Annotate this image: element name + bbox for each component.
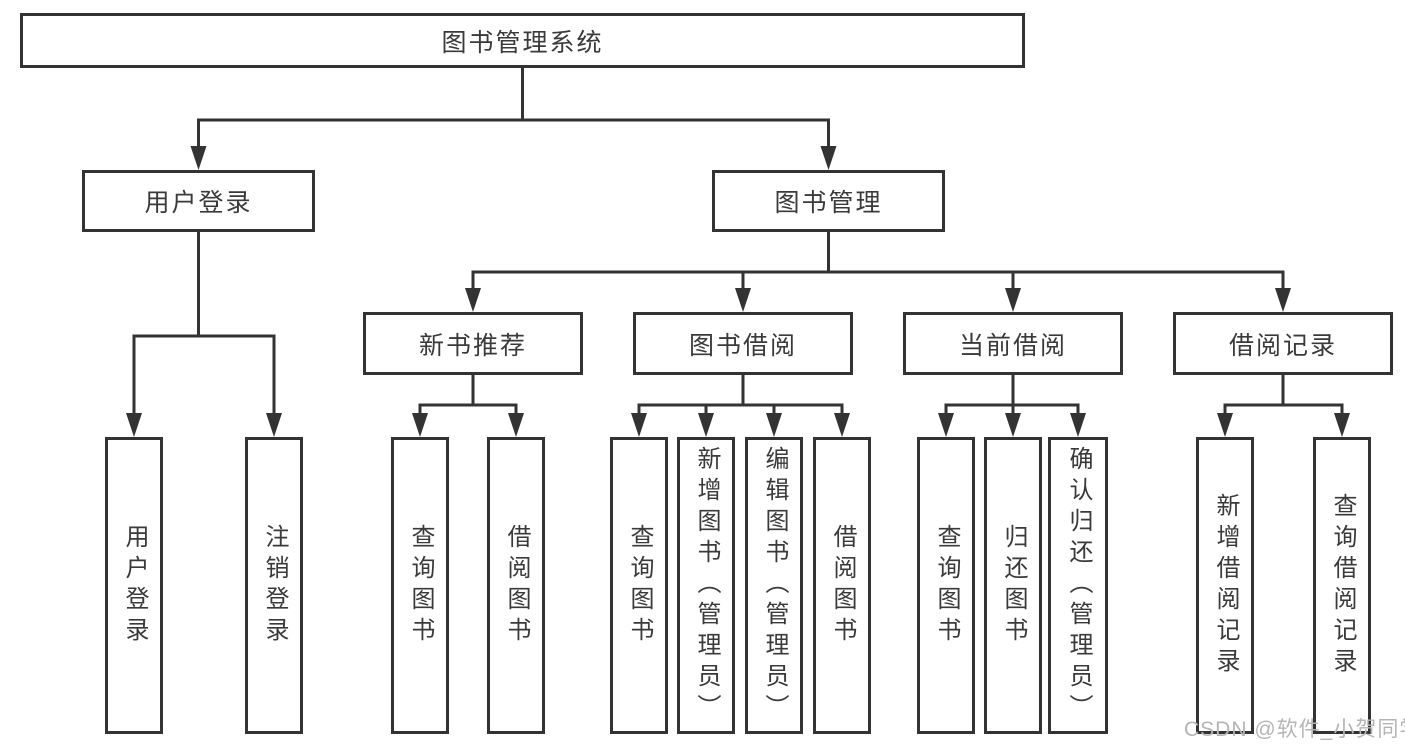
node-book-management: 图书管理 [712,170,945,232]
leaf-confirm-return-admin: 确认归还（管理员） [1048,437,1108,734]
node-label: 新书推荐 [418,331,527,360]
leaf-add-borrow-record: 新增借阅记录 [1196,437,1254,734]
leaf-query-borrow-record: 查询借阅记录 [1313,437,1371,734]
leaf-user-login: 用户登录 [105,437,163,734]
leaf-borrow-books-recommend: 借阅图书 [487,437,545,734]
leaf-query-books-borrowing: 查询图书 [610,437,668,734]
node-label: 确认归还（管理员） [1065,446,1092,725]
node-label: 新增借阅记录 [1212,492,1239,679]
node-label: 借阅记录 [1228,331,1337,360]
leaf-edit-books-admin: 编辑图书（管理员） [745,437,803,734]
node-user-login: 用户登录 [82,170,315,232]
leaf-logout-login: 注销登录 [245,437,303,734]
node-label: 查询借阅记录 [1329,492,1356,679]
node-label: 归还图书 [1000,523,1027,648]
node-label: 用户登录 [121,523,148,648]
node-label: 注销登录 [261,523,288,648]
node-label: 编辑图书（管理员） [761,446,788,725]
leaf-return-books: 归还图书 [984,437,1042,734]
node-current-borrowing: 当前借阅 [903,312,1123,375]
node-label: 用户登录 [144,189,253,217]
node-label: 新增图书（管理员） [693,446,720,725]
node-label: 借阅图书 [503,523,530,648]
node-label: 借阅图书 [829,523,856,648]
node-label: 图书借阅 [688,331,797,360]
leaf-query-books-recommend: 查询图书 [391,437,449,734]
leaf-borrow-books: 借阅图书 [813,437,871,734]
node-label: 图书管理 [774,189,883,217]
leaf-query-books-current: 查询图书 [917,437,975,734]
node-label: 查询图书 [933,523,960,648]
node-label: 查询图书 [407,523,434,648]
node-book-borrowing: 图书借阅 [633,312,853,375]
node-label: 当前借阅 [958,331,1067,360]
node-new-book-recommend: 新书推荐 [363,312,583,375]
node-label: 图书管理系统 [441,28,604,57]
node-library-management-system: 图书管理系统 [20,13,1025,68]
node-label: 查询图书 [626,523,653,648]
node-borrowing-records: 借阅记录 [1173,312,1393,375]
csdn-watermark: CSDN @软件_小贺同学 [1184,718,1405,741]
arrowhead-icons [126,146,1350,437]
leaf-add-books-admin: 新增图书（管理员） [677,437,735,734]
